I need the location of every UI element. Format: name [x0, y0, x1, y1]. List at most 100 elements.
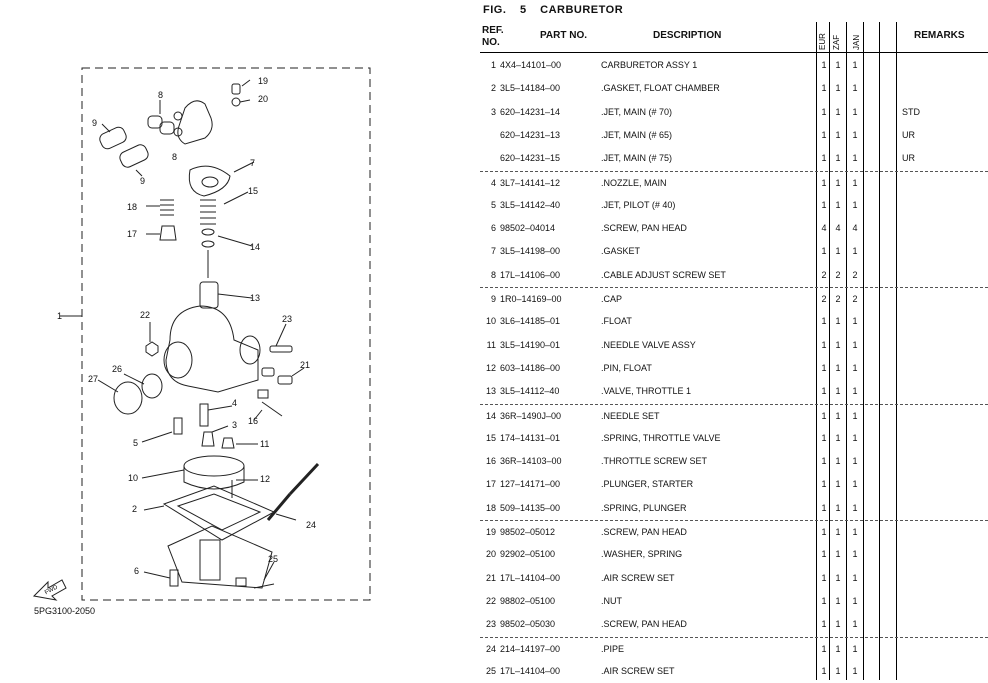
ref-cell: 14	[485, 410, 496, 421]
svg-text:25: 25	[268, 554, 278, 564]
qty-jan-cell: 1	[852, 386, 858, 397]
part-no-cell: 98502–05012	[500, 527, 556, 537]
col-divider	[829, 22, 830, 680]
ref-cell: 3	[490, 106, 496, 117]
svg-text:8: 8	[172, 152, 177, 162]
part-no-cell: 127–14171–00	[500, 479, 561, 490]
qty-eur-cell: 1	[821, 572, 827, 583]
description-cell: CARBURETOR ASSY 1	[601, 60, 698, 70]
part-no-cell: 98502–05030	[500, 619, 556, 630]
ref-cell: 2	[490, 83, 496, 94]
remarks-cell: UR	[902, 153, 915, 164]
description-cell: .NEEDLE SET	[601, 410, 660, 421]
qty-eur-cell: 1	[821, 479, 827, 490]
figure-number: 5	[519, 4, 527, 16]
qty-jan-cell: 4	[852, 223, 858, 234]
diagram-code: 5PG3100-2050	[34, 606, 96, 616]
ref-cell: 1	[490, 60, 496, 70]
qty-eur-cell: 1	[821, 153, 827, 164]
description-cell: .JET, PILOT (# 40)	[601, 199, 676, 210]
part-no-cell: 3L5–14142–40	[500, 199, 561, 210]
qty-eur-cell: 4	[821, 223, 827, 234]
description-cell: .SCREW, PAN HEAD	[601, 619, 687, 630]
description-cell: .NUT	[601, 595, 622, 606]
description-cell: .WASHER, SPRING	[601, 549, 683, 560]
table-header: REF. NO. PART NO. DESCRIPTION EUR ZAF JA…	[480, 22, 988, 53]
qty-eur-cell: 1	[821, 339, 827, 350]
qty-jan-cell: 2	[852, 269, 858, 280]
figure-title: FIG. 5 CARBURETOR	[483, 4, 633, 16]
qty-jan-cell: 1	[852, 432, 858, 443]
qty-zaf-cell: 1	[835, 432, 841, 443]
part-no-cell: 174–14131–01	[500, 432, 561, 443]
description-cell: .JET, MAIN (# 70)	[601, 106, 673, 117]
col-divider	[896, 22, 897, 680]
qty-zaf-cell: 1	[835, 199, 841, 210]
description-cell: .PIN, FLOAT	[601, 362, 652, 373]
svg-text:11: 11	[260, 439, 269, 449]
svg-text:10: 10	[128, 473, 138, 483]
remarks-cell: STD	[902, 106, 920, 117]
col-ref-no: NO.	[482, 37, 500, 48]
svg-text:15: 15	[248, 186, 258, 196]
part-no-cell: 17L–14104–00	[500, 572, 561, 583]
svg-text:26: 26	[112, 364, 122, 374]
ref-cell: 20	[485, 549, 496, 560]
part-no-cell: 509–14135–00	[500, 502, 561, 513]
ref-cell: 4	[490, 177, 496, 188]
svg-text:8: 8	[158, 90, 163, 100]
qty-zaf-cell: 1	[835, 106, 841, 117]
qty-zaf-cell: 1	[835, 619, 841, 630]
description-cell: .SPRING, PLUNGER	[601, 502, 687, 513]
svg-text:22: 22	[140, 310, 150, 320]
qty-zaf-cell: 1	[835, 246, 841, 257]
ref-cell: 16	[485, 456, 496, 467]
qty-eur-cell: 1	[821, 199, 827, 210]
qty-jan-cell: 1	[852, 456, 858, 467]
svg-text:18: 18	[127, 202, 137, 212]
qty-jan-cell: 1	[852, 177, 858, 188]
qty-eur-cell: 1	[821, 410, 827, 421]
qty-eur-cell: 1	[821, 527, 827, 537]
ref-cell: 12	[485, 362, 496, 373]
qty-zaf-cell: 1	[835, 502, 841, 513]
qty-jan-cell: 1	[852, 339, 858, 350]
part-no-cell: 17L–14104–00	[500, 665, 561, 676]
ref-cell: 10	[485, 316, 496, 327]
qty-zaf-cell: 1	[835, 665, 841, 676]
svg-text:19: 19	[258, 76, 268, 86]
description-cell: .AIR SCREW SET	[601, 665, 675, 676]
qty-eur-cell: 1	[821, 432, 827, 443]
col-zaf: ZAF	[832, 34, 841, 50]
qty-zaf-cell: 2	[835, 269, 841, 280]
part-no-cell: 214–14197–00	[500, 643, 561, 654]
qty-eur-cell: 1	[821, 549, 827, 560]
part-no-cell: 3L6–14185–01	[500, 316, 561, 327]
svg-text:13: 13	[250, 293, 260, 303]
svg-text:23: 23	[282, 314, 292, 324]
description-cell: .CAP	[601, 294, 623, 304]
ref-cell: 8	[490, 269, 496, 280]
qty-zaf-cell: 1	[835, 549, 841, 560]
qty-jan-cell: 1	[852, 316, 858, 327]
figure-name: CARBURETOR	[540, 4, 624, 16]
qty-jan-cell: 1	[852, 595, 858, 606]
qty-eur-cell: 1	[821, 246, 827, 257]
description-cell: .GASKET	[601, 246, 641, 257]
qty-eur-cell: 1	[821, 83, 827, 94]
part-no-cell: 36R–14103–00	[500, 456, 562, 467]
qty-jan-cell: 1	[852, 246, 858, 257]
